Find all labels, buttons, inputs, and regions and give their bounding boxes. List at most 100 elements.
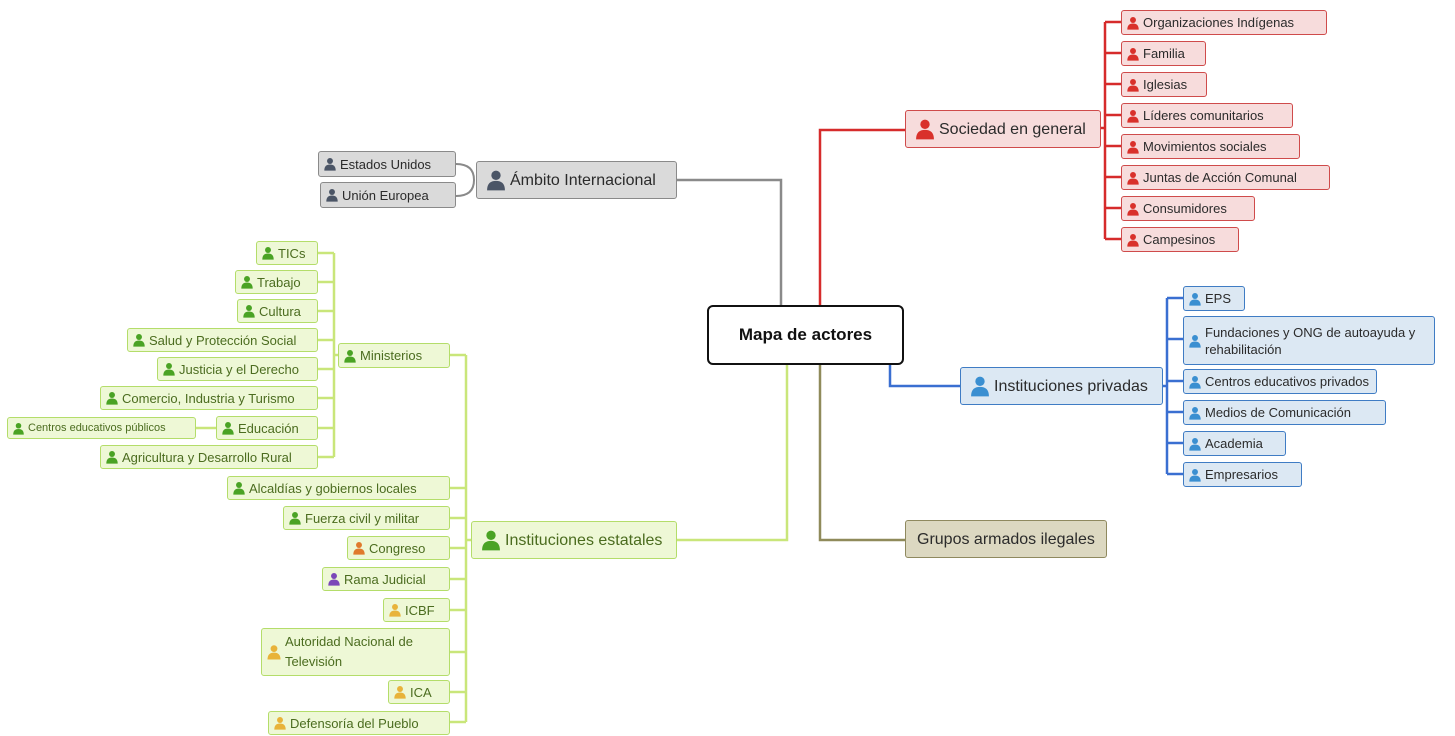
- node-label: Organizaciones Indígenas: [1143, 15, 1295, 30]
- node-label: Medios de Comunicación: [1205, 405, 1351, 420]
- node-label: Agricultura y Desarrollo Rural: [122, 449, 292, 465]
- node-label: EPS: [1205, 291, 1232, 306]
- person-icon: [105, 450, 119, 464]
- empresarios-node[interactable]: Empresarios: [1183, 462, 1302, 487]
- person-icon: [343, 349, 357, 363]
- node-label: Instituciones privadas: [994, 377, 1148, 395]
- node-label: Ámbito Internacional: [510, 171, 656, 189]
- union-europea-node[interactable]: Unión Europea: [320, 182, 456, 208]
- fundaciones-ong-node[interactable]: Fundaciones y ONG de autoayuda y rehabil…: [1183, 316, 1435, 365]
- person-icon: [12, 422, 25, 435]
- person-icon: [232, 481, 246, 495]
- person-icon: [105, 391, 119, 405]
- person-icon: [352, 541, 366, 555]
- congreso-node[interactable]: Congreso: [347, 536, 450, 560]
- consumidores-node[interactable]: Consumidores: [1121, 196, 1255, 221]
- node-label: Empresarios: [1205, 467, 1278, 482]
- cultura-node[interactable]: Cultura: [237, 299, 318, 323]
- person-icon: [480, 529, 502, 551]
- person-icon: [969, 375, 991, 397]
- eps-node[interactable]: EPS: [1183, 286, 1245, 311]
- node-label: Cultura: [259, 303, 301, 319]
- grupos-armados-node[interactable]: Grupos armados ilegales: [905, 520, 1107, 558]
- rama-judicial-node[interactable]: Rama Judicial: [322, 567, 450, 591]
- comercio-industria-turismo-node[interactable]: Comercio, Industria y Turismo: [100, 386, 318, 410]
- alcaldias-gobiernos-locales-node[interactable]: Alcaldías y gobiernos locales: [227, 476, 450, 500]
- instituciones-estatales-node[interactable]: Instituciones estatales: [471, 521, 677, 559]
- ministerios-node[interactable]: Ministerios: [338, 343, 450, 368]
- person-icon: [393, 685, 407, 699]
- node-label: Comercio, Industria y Turismo: [122, 390, 295, 406]
- person-icon: [485, 169, 507, 191]
- movimientos-sociales-node[interactable]: Movimientos sociales: [1121, 134, 1300, 159]
- central-topic-label: Mapa de actores: [738, 325, 873, 344]
- node-label: Iglesias: [1143, 77, 1188, 92]
- node-label: TICs: [278, 245, 306, 261]
- node-label: Unión Europea: [342, 187, 429, 203]
- justicia-derecho-node[interactable]: Justicia y el Derecho: [157, 357, 318, 381]
- person-icon: [1126, 140, 1140, 154]
- sociedad-en-general-node[interactable]: Sociedad en general: [905, 110, 1101, 148]
- person-icon: [266, 644, 282, 660]
- iglesias-node[interactable]: Iglesias: [1121, 72, 1207, 97]
- person-icon: [1126, 233, 1140, 247]
- person-icon: [1188, 468, 1202, 482]
- node-label: ICBF: [405, 602, 435, 618]
- node-label: Justicia y el Derecho: [179, 361, 299, 377]
- node-label: Grupos armados ilegales: [917, 530, 1095, 548]
- person-icon: [914, 118, 936, 140]
- tics-node[interactable]: TICs: [256, 241, 318, 265]
- person-icon: [221, 421, 235, 435]
- person-icon: [388, 603, 402, 617]
- node-label: Estados Unidos: [340, 156, 432, 172]
- centros-educativos-privados-node[interactable]: Centros educativos privados: [1183, 369, 1377, 394]
- instituciones-privadas-node[interactable]: Instituciones privadas: [960, 367, 1163, 405]
- node-label: Congreso: [369, 540, 426, 556]
- fuerza-civil-militar-node[interactable]: Fuerza civil y militar: [283, 506, 450, 530]
- salud-proteccion-social-node[interactable]: Salud y Protección Social: [127, 328, 318, 352]
- autoridad-nacional-television-node[interactable]: Autoridad Nacional de Televisión: [261, 628, 450, 676]
- node-label: Trabajo: [257, 274, 301, 290]
- juntas-accion-comunal-node[interactable]: Juntas de Acción Comunal: [1121, 165, 1330, 190]
- node-label: Alcaldías y gobiernos locales: [249, 480, 417, 496]
- ambito-internacional-node[interactable]: Ámbito Internacional: [476, 161, 677, 199]
- centros-educativos-publicos-node[interactable]: Centros educativos públicos: [7, 417, 196, 439]
- person-icon: [273, 716, 287, 730]
- node-label: ICA: [410, 684, 432, 700]
- educacion-node[interactable]: Educación: [216, 416, 318, 440]
- person-icon: [261, 246, 275, 260]
- ica-node[interactable]: ICA: [388, 680, 450, 704]
- node-label: Campesinos: [1143, 232, 1216, 247]
- defensoria-pueblo-node[interactable]: Defensoría del Pueblo: [268, 711, 450, 735]
- person-icon: [1126, 171, 1140, 185]
- person-icon: [325, 188, 339, 202]
- person-icon: [288, 511, 302, 525]
- estados-unidos-node[interactable]: Estados Unidos: [318, 151, 456, 177]
- node-label: Movimientos sociales: [1143, 139, 1267, 154]
- central-topic[interactable]: Mapa de actores: [707, 305, 904, 365]
- person-icon: [1126, 16, 1140, 30]
- node-label: Salud y Protección Social: [149, 332, 297, 348]
- organizaciones-indigenas-node[interactable]: Organizaciones Indígenas: [1121, 10, 1327, 35]
- person-icon: [1126, 78, 1140, 92]
- node-label: Juntas de Acción Comunal: [1143, 170, 1297, 185]
- person-icon: [323, 157, 337, 171]
- node-label: Sociedad en general: [939, 120, 1086, 138]
- academia-node[interactable]: Academia: [1183, 431, 1286, 456]
- agricultura-desarrollo-rural-node[interactable]: Agricultura y Desarrollo Rural: [100, 445, 318, 469]
- person-icon: [240, 275, 254, 289]
- node-label: Academia: [1205, 436, 1263, 451]
- campesinos-node[interactable]: Campesinos: [1121, 227, 1239, 252]
- familia-node[interactable]: Familia: [1121, 41, 1206, 66]
- trabajo-node[interactable]: Trabajo: [235, 270, 318, 294]
- node-label: Fundaciones y ONG de autoayuda y rehabil…: [1205, 324, 1416, 357]
- node-label: Ministerios: [360, 348, 423, 363]
- node-label: Familia: [1143, 46, 1185, 61]
- node-label: Instituciones estatales: [505, 531, 663, 549]
- person-icon: [162, 362, 176, 376]
- person-icon: [1188, 375, 1202, 389]
- icbf-node[interactable]: ICBF: [383, 598, 450, 622]
- medios-comunicacion-node[interactable]: Medios de Comunicación: [1183, 400, 1386, 425]
- lideres-comunitarios-node[interactable]: Líderes comunitarios: [1121, 103, 1293, 128]
- person-icon: [1188, 334, 1202, 348]
